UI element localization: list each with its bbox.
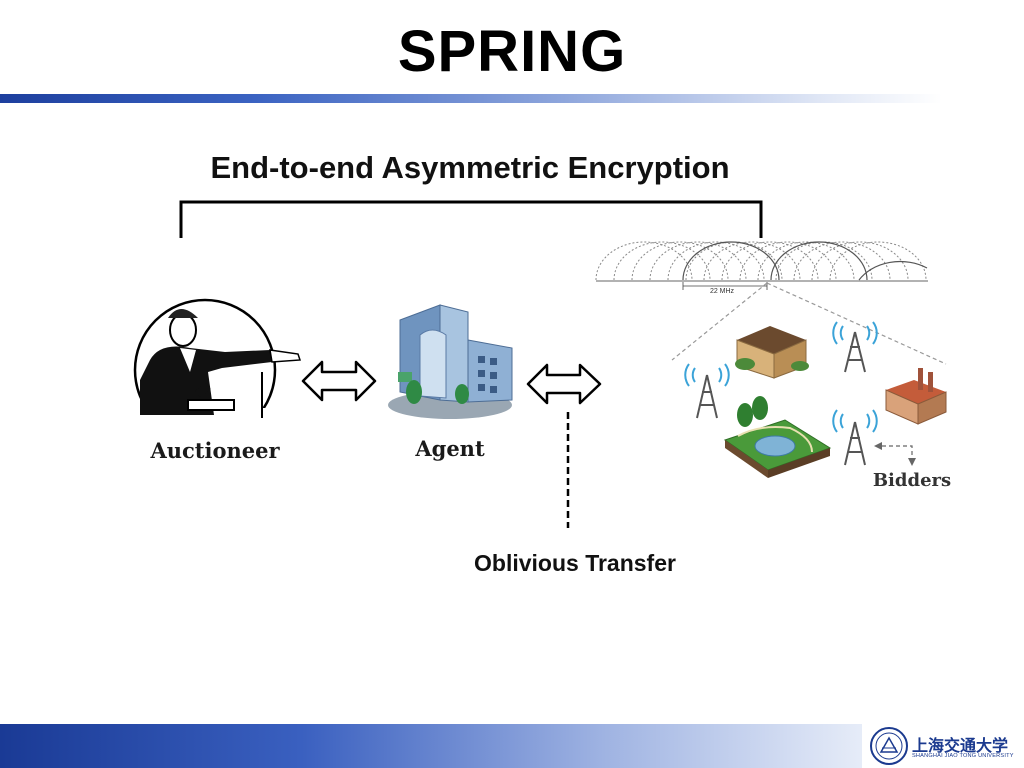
header-gradient-bar <box>0 94 1024 103</box>
park-land-icon <box>723 396 832 478</box>
auctioneer-label: Auctioneer <box>150 438 280 463</box>
oblivious-transfer-label: Oblivious Transfer <box>474 550 676 576</box>
footer-gradient-bar <box>0 724 862 768</box>
factory-icon <box>885 368 947 425</box>
bidirectional-arrow-left <box>301 360 377 402</box>
spectrum-channels <box>595 241 927 281</box>
cell-tower-icon <box>684 321 878 466</box>
bidders-label: Bidders <box>872 470 952 491</box>
bidder-building-icon <box>735 326 809 379</box>
university-logo-emblem <box>870 727 908 765</box>
agent-building-icon <box>388 304 513 419</box>
university-name-cn: 上海交通大学 <box>912 736 1009 755</box>
agent-label: Agent <box>415 436 485 461</box>
coverage-lines <box>671 282 947 365</box>
bidders-pointer <box>880 445 913 462</box>
encryption-heading: End-to-end Asymmetric Encryption <box>210 150 730 185</box>
bidirectional-arrow-right <box>526 363 602 405</box>
bandwidth-label: 22 MHz <box>709 288 735 295</box>
university-name-en: SHANGHAI JIAO TONG UNIVERSITY <box>912 753 1014 759</box>
slide-title: SPRING <box>397 19 627 84</box>
auctioneer-icon <box>133 298 302 442</box>
encryption-bracket <box>179 200 763 238</box>
